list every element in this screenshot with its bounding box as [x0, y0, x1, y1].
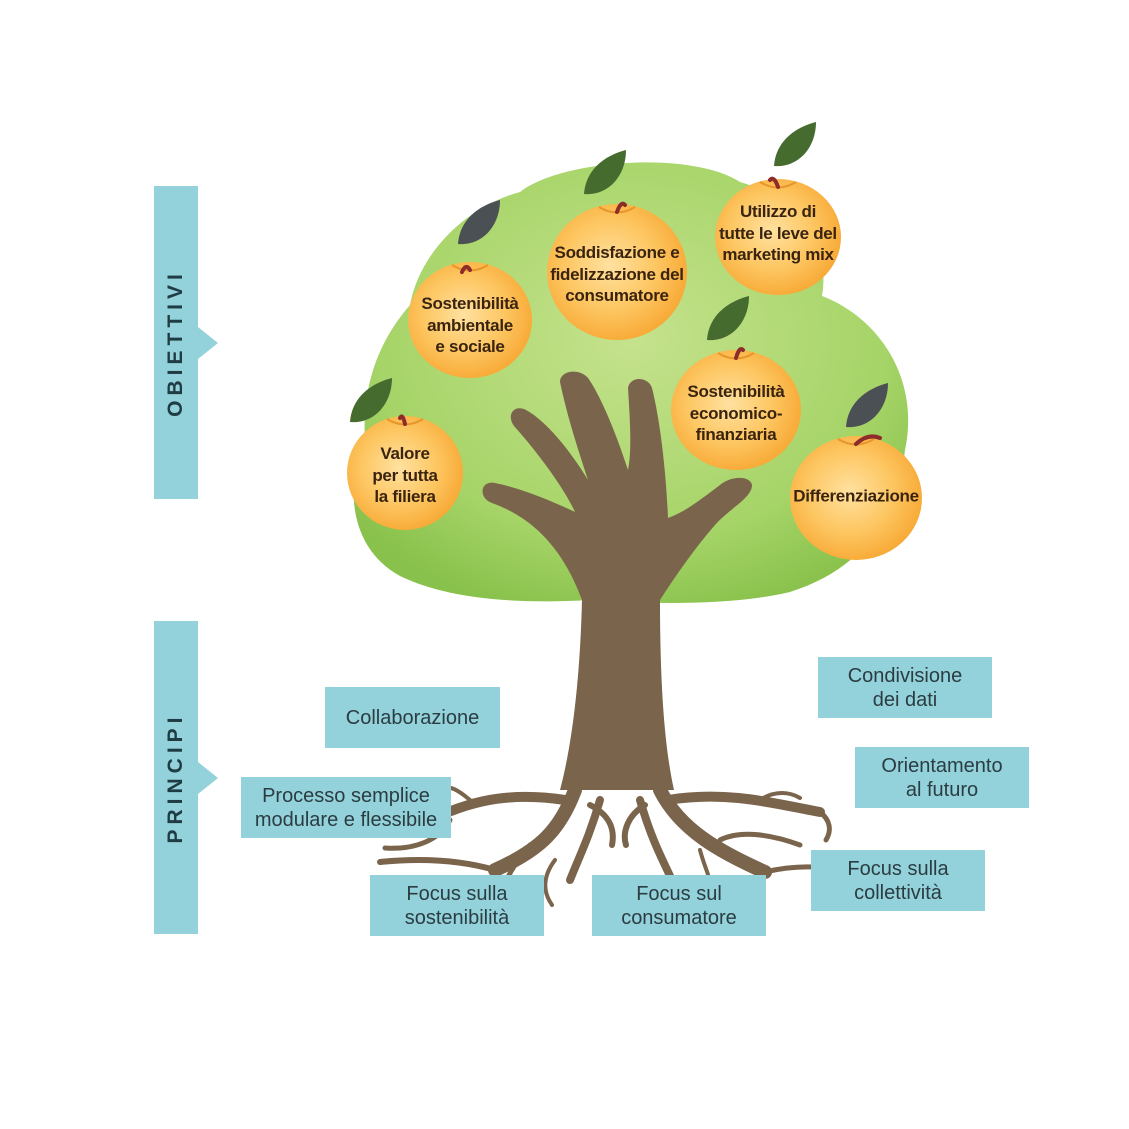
- objective-label: Valore per tutta la filiera: [372, 443, 438, 506]
- principle-box: Focus sulla sostenibilità: [370, 875, 544, 936]
- apple-stem: [615, 201, 627, 214]
- objective-label: Sostenibilità ambientale e sociale: [421, 293, 519, 356]
- principles-side-label-bar: PRINCIPI: [154, 621, 198, 934]
- leaf-icon: [584, 150, 626, 195]
- apple-stem: [460, 265, 472, 274]
- principle-box: Collaborazione: [325, 687, 500, 748]
- leaf-icon: [774, 122, 816, 167]
- leaf-icon: [846, 383, 888, 428]
- apple-body: [408, 262, 532, 378]
- leaf-icon: [458, 200, 500, 245]
- apple-stem: [854, 434, 882, 446]
- principle-box: Condivisione dei dati: [818, 657, 992, 718]
- apple: [347, 378, 463, 530]
- principle-box: Orientamento al futuro: [855, 747, 1029, 808]
- objectives-side-label-bar: OBIETTIVI: [154, 186, 198, 499]
- principles-arrow-icon: [198, 762, 218, 794]
- objective-label: Sostenibilità economico- finanziaria: [687, 381, 785, 444]
- leaf-icon: [350, 378, 392, 423]
- apple-stem: [768, 176, 780, 189]
- principle-box: Focus sul consumatore: [592, 875, 766, 936]
- apple-body: [671, 350, 801, 470]
- apple: [715, 122, 841, 295]
- leaf-icon: [707, 296, 749, 341]
- objectives-side-label: OBIETTIVI: [164, 268, 187, 417]
- objective-label: Utilizzo di tutte le leve del marketing …: [719, 201, 837, 264]
- apple-layer: [347, 122, 922, 560]
- apple-body: [547, 204, 687, 340]
- apple: [547, 150, 687, 340]
- objective-label: Differenziazione: [793, 486, 919, 506]
- apple: [408, 200, 532, 378]
- principles-side-label: PRINCIPI: [164, 711, 187, 844]
- objective-label: Soddisfazione e fidelizzazione del consu…: [550, 242, 684, 305]
- apple: [671, 296, 801, 470]
- apple-stem: [398, 414, 407, 426]
- principle-box: Focus sulla collettività: [811, 850, 985, 911]
- apple-body: [347, 416, 463, 530]
- principle-box: Processo semplice modulare e flessibile: [241, 777, 451, 838]
- tree-trunk: [482, 371, 752, 790]
- apple-stem: [734, 347, 745, 360]
- apple-body: [790, 436, 922, 560]
- apple: [790, 383, 922, 560]
- objectives-arrow-icon: [198, 327, 218, 359]
- apple-body: [715, 179, 841, 295]
